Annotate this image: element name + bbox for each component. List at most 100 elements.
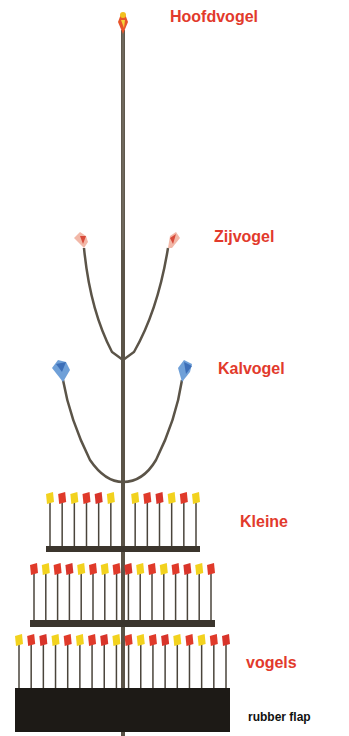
small-bird xyxy=(64,634,72,646)
small-bird xyxy=(77,563,85,575)
bird-stick xyxy=(43,644,45,688)
bird-stick xyxy=(116,573,118,620)
small-birds-label: vogels xyxy=(246,654,297,672)
bird-stick xyxy=(210,573,212,620)
kal-bird-label: Kalvogel xyxy=(218,360,285,378)
small-bird xyxy=(42,563,50,575)
small-bird xyxy=(148,563,156,575)
bird-stick xyxy=(67,644,69,688)
small-bird xyxy=(198,634,206,646)
bird-stick xyxy=(33,573,35,620)
bird-stick xyxy=(164,644,166,688)
bird-stick xyxy=(61,502,63,546)
small-bird xyxy=(173,634,181,646)
bird-stick xyxy=(175,573,177,620)
bird-stick xyxy=(79,644,81,688)
small-bird xyxy=(161,634,169,646)
bird-stick xyxy=(195,502,197,546)
head-bird-label: Hoofdvogel xyxy=(170,8,258,26)
small-bird xyxy=(207,563,215,575)
bird-stick xyxy=(91,644,93,688)
small-bird xyxy=(131,492,139,504)
bird-stick xyxy=(69,573,71,620)
small-bird xyxy=(210,634,218,646)
small-bird xyxy=(65,563,73,575)
small-bird xyxy=(160,563,168,575)
bird-stick xyxy=(55,644,57,688)
small-bird xyxy=(149,634,157,646)
small-bird xyxy=(95,492,103,504)
bird-stick xyxy=(189,644,191,688)
small-bird xyxy=(112,634,120,646)
bird-stick xyxy=(183,502,185,546)
small-bird xyxy=(76,634,84,646)
bird-stick xyxy=(86,502,88,546)
small-bird xyxy=(89,563,97,575)
bird-stick xyxy=(134,502,136,546)
middle-tier xyxy=(30,620,215,627)
small-bird xyxy=(183,563,191,575)
small-bird xyxy=(143,492,151,504)
bird-stick xyxy=(74,502,76,546)
bird-stick xyxy=(92,573,94,620)
small-bird xyxy=(27,634,35,646)
small-bird xyxy=(54,563,62,575)
small-bird xyxy=(185,634,193,646)
head-bird xyxy=(118,12,128,34)
bird-stick xyxy=(171,502,173,546)
bird-stick xyxy=(151,573,153,620)
bird-stick xyxy=(128,644,130,688)
rubber-flap xyxy=(15,688,230,732)
small-bird xyxy=(100,634,108,646)
small-bird xyxy=(52,634,60,646)
bird-stick xyxy=(187,573,189,620)
pole xyxy=(121,30,125,736)
small-bird xyxy=(180,492,188,504)
small-bird xyxy=(222,634,230,646)
small-bird xyxy=(125,634,133,646)
small-bird xyxy=(137,634,145,646)
small-bird xyxy=(30,563,38,575)
bird-stick xyxy=(128,573,130,620)
bird-stick xyxy=(98,502,100,546)
small-bird xyxy=(88,634,96,646)
upper-tier xyxy=(46,546,200,552)
bird-stick xyxy=(103,644,105,688)
side-bird-fork xyxy=(84,248,123,360)
bird-stick xyxy=(49,502,51,546)
bird-stick xyxy=(152,644,154,688)
flap-label: rubber flap xyxy=(248,711,311,724)
small-bird xyxy=(192,492,200,504)
bird-stick xyxy=(140,644,142,688)
bird-stick xyxy=(116,644,118,688)
small-bird xyxy=(124,563,132,575)
bird-stick xyxy=(110,502,112,546)
small-bird xyxy=(83,492,91,504)
small-bird xyxy=(156,492,164,504)
bird-stick xyxy=(177,644,179,688)
bird-stick xyxy=(198,573,200,620)
bird-stick xyxy=(104,573,106,620)
small-bird xyxy=(136,563,144,575)
bird-stick xyxy=(30,644,32,688)
small-birds-label: Kleine xyxy=(240,513,288,531)
small-bird xyxy=(195,563,203,575)
bird-stick xyxy=(163,573,165,620)
bird-stick xyxy=(139,573,141,620)
bird-stick xyxy=(213,644,215,688)
small-bird xyxy=(107,492,115,504)
small-bird xyxy=(113,563,121,575)
small-bird xyxy=(70,492,78,504)
kal-bird-fork xyxy=(63,380,182,482)
bird-stick xyxy=(18,644,20,688)
bird-stick xyxy=(80,573,82,620)
bird-stick xyxy=(159,502,161,546)
bird-stick xyxy=(147,502,149,546)
bird-stick xyxy=(225,644,227,688)
small-bird xyxy=(46,492,54,504)
bird-stick xyxy=(45,573,47,620)
small-bird xyxy=(168,492,176,504)
bird-stick xyxy=(57,573,59,620)
small-bird xyxy=(172,563,180,575)
